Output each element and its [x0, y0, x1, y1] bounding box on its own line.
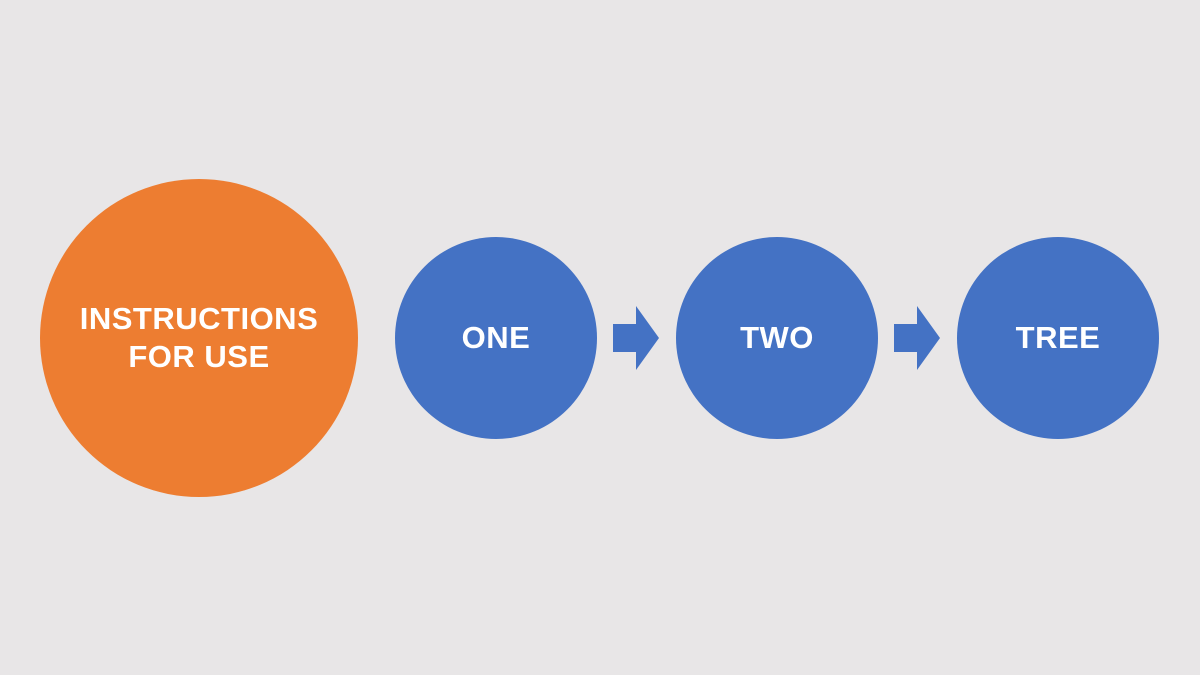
instructions-label-line-1: INSTRUCTIONS [79, 301, 319, 336]
step-three-circle: TREE [957, 237, 1159, 439]
instructions-label-line-2: FOR USE [128, 339, 270, 374]
arrow-right-icon [894, 306, 940, 370]
arrow-right-icon-shape [894, 306, 940, 370]
step-one-circle: ONE [395, 237, 597, 439]
step-three-label: TREE [1015, 320, 1101, 355]
arrow-right-icon [613, 306, 659, 370]
instructions-label: INSTRUCTIONS FOR USE [80, 300, 319, 376]
step-two-circle: TWO [676, 237, 878, 439]
step-two-label: TWO [740, 320, 814, 355]
instructions-circle: INSTRUCTIONS FOR USE [40, 179, 358, 497]
arrow-right-icon-shape [613, 306, 659, 370]
step-one-label: ONE [461, 320, 531, 355]
